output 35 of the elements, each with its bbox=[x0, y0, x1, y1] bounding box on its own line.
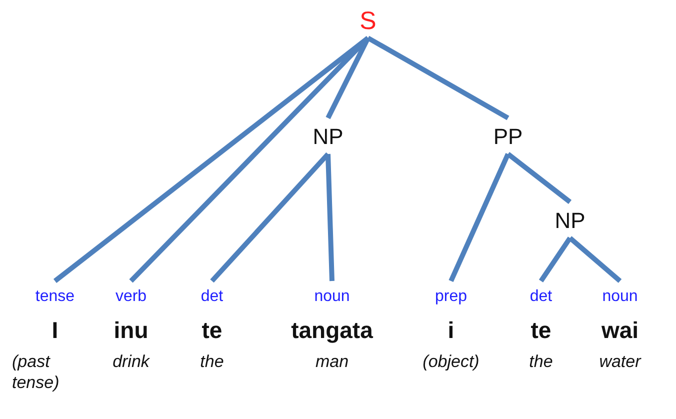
word-label: te bbox=[200, 316, 224, 345]
part-of-speech-label: prep bbox=[434, 287, 468, 307]
tree-branch-line bbox=[538, 236, 572, 282]
part-of-speech-label: noun bbox=[601, 287, 639, 307]
word-label: I bbox=[50, 316, 60, 345]
word-label: tangata bbox=[290, 316, 374, 345]
tree-branch-line bbox=[366, 36, 510, 120]
word-label: i bbox=[446, 316, 456, 345]
tree-branch-line bbox=[568, 236, 622, 283]
phrase-label: PP bbox=[483, 124, 533, 150]
gloss-label: water bbox=[598, 351, 642, 372]
tree-branch-line bbox=[210, 152, 330, 283]
gloss-label: (object) bbox=[422, 351, 480, 372]
word-label: te bbox=[530, 316, 552, 345]
part-of-speech-label: tense bbox=[34, 287, 76, 307]
word-label: wai bbox=[600, 316, 640, 345]
part-of-speech-label: verb bbox=[114, 287, 148, 307]
tree-branch-line bbox=[448, 152, 510, 282]
tree-branch-line bbox=[129, 36, 370, 283]
gloss-label: the bbox=[199, 351, 225, 372]
part-of-speech-label: det bbox=[528, 287, 554, 307]
tree-branch-line bbox=[326, 36, 370, 120]
part-of-speech-label: noun bbox=[313, 287, 351, 307]
phrase-label: NP bbox=[545, 208, 595, 234]
root-label: S bbox=[353, 8, 383, 34]
gloss-label: (past tense) bbox=[12, 351, 60, 393]
tree-branch-line bbox=[53, 36, 370, 283]
word-label: inu bbox=[112, 316, 150, 345]
gloss-label: man bbox=[314, 351, 350, 372]
tree-branch-line bbox=[326, 154, 334, 282]
gloss-label: drink bbox=[112, 351, 151, 372]
gloss-label: the bbox=[528, 351, 554, 372]
phrase-label: NP bbox=[303, 124, 353, 150]
part-of-speech-label: det bbox=[200, 287, 224, 307]
tree-branch-line bbox=[506, 152, 572, 204]
